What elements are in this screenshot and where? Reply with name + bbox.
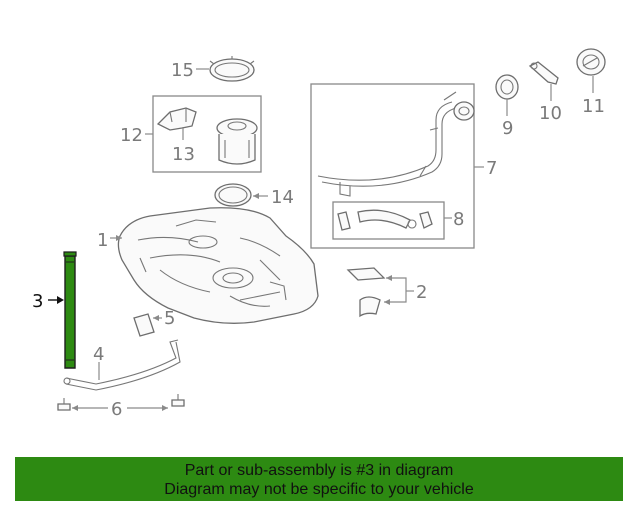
group-box-7 bbox=[310, 83, 475, 249]
part-7-filler-pipe[interactable] bbox=[317, 91, 475, 197]
callout-8: 8 bbox=[453, 209, 464, 230]
callout-13: 13 bbox=[172, 144, 195, 165]
callout-14: 14 bbox=[271, 187, 294, 208]
callout-4: 4 bbox=[93, 344, 104, 365]
part-3-tank-strap[interactable] bbox=[63, 251, 77, 369]
callout-6: 6 bbox=[111, 399, 122, 420]
part-2-insulators[interactable] bbox=[346, 267, 386, 318]
part-5-pad[interactable] bbox=[133, 313, 155, 337]
part-10-tether[interactable] bbox=[528, 61, 559, 85]
callout-12: 12 bbox=[120, 125, 143, 146]
callout-11: 11 bbox=[582, 96, 605, 117]
callout-3: 3 bbox=[32, 291, 43, 312]
callout-1: 1 bbox=[97, 230, 108, 251]
callout-9: 9 bbox=[502, 118, 513, 139]
part-1-fuel-tank[interactable] bbox=[117, 207, 319, 324]
callout-7: 7 bbox=[486, 158, 497, 179]
group-box-8 bbox=[332, 201, 445, 240]
part-13-bracket[interactable] bbox=[156, 107, 197, 131]
info-banner: Part or sub-assembly is #3 in diagram Di… bbox=[15, 457, 623, 501]
part-8-hose-kit[interactable] bbox=[337, 209, 433, 231]
part-11-fuel-cap[interactable] bbox=[576, 48, 606, 76]
part-9-grommet[interactable] bbox=[495, 74, 519, 100]
banner-line-2: Diagram may not be specific to your vehi… bbox=[164, 481, 474, 498]
callout-15: 15 bbox=[171, 60, 194, 81]
part-14-gasket[interactable] bbox=[214, 183, 252, 207]
callout-10: 10 bbox=[539, 103, 562, 124]
callout-5: 5 bbox=[164, 308, 175, 329]
banner-line-1: Part or sub-assembly is #3 in diagram bbox=[184, 462, 454, 479]
part-4-strap[interactable] bbox=[63, 339, 181, 391]
part-6-bolts[interactable] bbox=[57, 394, 185, 411]
part-15-lock-ring[interactable] bbox=[209, 56, 255, 82]
callout-2: 2 bbox=[416, 282, 427, 303]
fuel-pump-module[interactable] bbox=[216, 118, 258, 165]
